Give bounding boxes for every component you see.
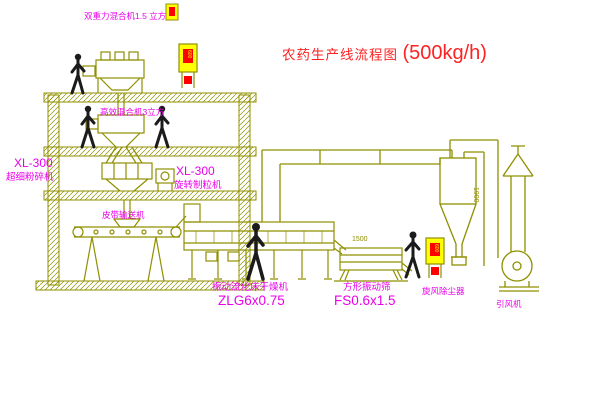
rotary-granulator xyxy=(101,162,175,228)
label-fan: 引风机 xyxy=(496,299,522,309)
fluid-bed-dryer xyxy=(183,203,347,280)
double-gravity-mixer xyxy=(82,51,145,115)
induced-draft-fan xyxy=(499,250,539,292)
exhaust-duct xyxy=(261,149,453,222)
control-cabinet-1 xyxy=(178,43,198,88)
drawing-title-capacity: (500kg/h) xyxy=(402,42,487,64)
cyclone-separator xyxy=(439,139,498,266)
high-efficiency-mixer xyxy=(85,114,145,164)
label-screen-name: 方形振动筛 xyxy=(343,282,391,293)
exhaust-stack xyxy=(502,145,534,252)
label-mill-name: 超细粉碎机 xyxy=(6,172,54,183)
label-granulator-model: XL-300 xyxy=(176,164,215,178)
drawing-title-text: 农药生产线流程图 xyxy=(282,47,398,63)
label-double-gravity-mixer: 双重力混合机1.5 立方 xyxy=(84,11,167,21)
worker-figure-screen-area xyxy=(404,231,421,279)
worker-figure-floor2-right xyxy=(154,105,170,149)
label-belt-conveyor: 皮带输送机 xyxy=(102,210,145,220)
label-granulator-name: 旋转制粒机 xyxy=(174,180,222,191)
cabinet1-text: 600 xyxy=(186,50,192,59)
label-dryer-model: ZLG6x0.75 xyxy=(218,293,285,308)
cabinet2-text: 600 xyxy=(433,244,439,253)
drawing-title: 农药生产线流程图 (500kg/h) xyxy=(282,42,487,65)
worker-figure-floor2-left xyxy=(80,105,96,149)
label-dryer-name: 振动流化床干燥机 xyxy=(212,282,289,293)
label-screen-model: FS0.6x1.5 xyxy=(334,293,396,308)
small-cabinet-marker xyxy=(165,3,179,21)
label-mill-model: XL-300 xyxy=(14,156,53,170)
building-structure xyxy=(35,92,265,291)
label-high-efficiency-mixer: 高效混合机3立方 xyxy=(100,107,165,117)
vibrating-screen xyxy=(334,247,413,282)
dimension-cyclone: 1900 xyxy=(472,187,479,203)
dimension-screen: 1500 xyxy=(352,236,368,243)
worker-figure-ground xyxy=(246,223,265,281)
label-cyclone: 旋风除尘器 xyxy=(422,286,465,296)
downcomer-duct xyxy=(483,140,499,266)
worker-figure-top-floor xyxy=(70,53,86,95)
belt-conveyor xyxy=(72,215,187,282)
control-cabinet-2 xyxy=(425,237,445,278)
